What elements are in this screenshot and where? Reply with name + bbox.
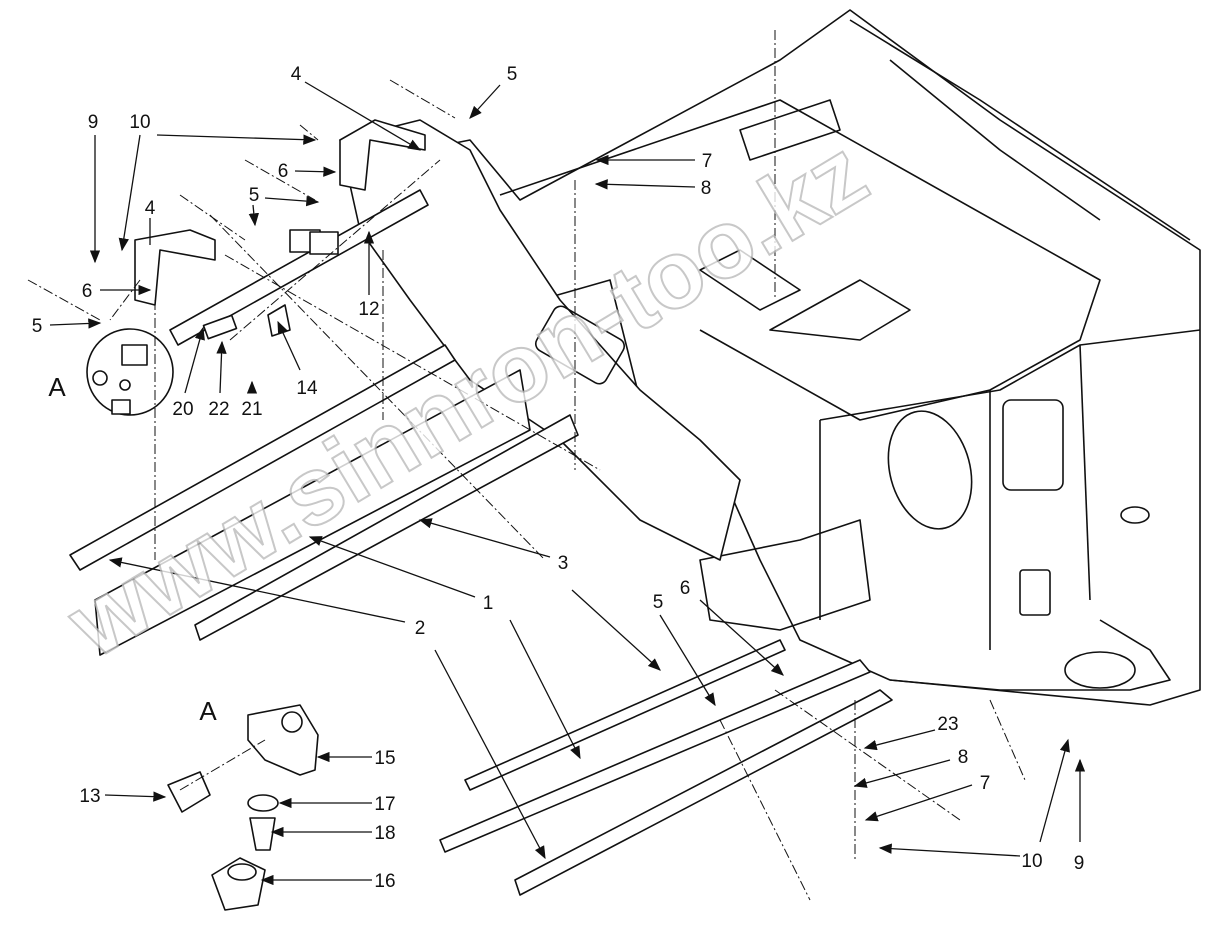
callout-2: 2 — [415, 618, 426, 639]
callout-7: 7 — [702, 151, 713, 172]
callout-1: 1 — [483, 593, 494, 614]
callout-10: 10 — [129, 112, 150, 133]
callout-14: 14 — [296, 378, 318, 399]
assembly-lines — [27, 30, 1026, 901]
callout-20: 20 — [172, 399, 193, 420]
callout-13: 13 — [79, 786, 100, 807]
callout-22: 22 — [208, 399, 229, 420]
detail-circle-a — [86, 328, 174, 416]
callout-23: 23 — [937, 714, 958, 735]
callout-7: 7 — [980, 773, 991, 794]
callout-4: 4 — [145, 198, 156, 219]
callout-10: 10 — [1021, 851, 1042, 872]
detail-label-a: A — [48, 372, 66, 402]
callout-9: 9 — [88, 112, 99, 133]
callout-21: 21 — [241, 399, 262, 420]
callout-9: 9 — [1074, 853, 1085, 874]
side-plate — [339, 119, 741, 561]
callout-6: 6 — [680, 578, 691, 599]
detail-a-parts — [167, 704, 319, 911]
leader-lines — [49, 81, 1086, 886]
callout-8: 8 — [958, 747, 969, 768]
callout-5: 5 — [32, 316, 43, 337]
callout-16: 16 — [374, 871, 395, 892]
callout-8: 8 — [701, 178, 712, 199]
callout-5: 5 — [249, 185, 260, 206]
strip-bars-upper — [69, 344, 579, 656]
strip-bars-lower — [439, 639, 893, 896]
callout-5: 5 — [507, 64, 518, 85]
callout-18: 18 — [374, 823, 395, 844]
callout-labels: 9 10 4 5 6 5 6 4 5 12 7 8 14 20 22 21 3 … — [32, 64, 1085, 892]
callout-6: 6 — [278, 161, 289, 182]
callout-5: 5 — [653, 592, 664, 613]
callout-6: 6 — [82, 281, 93, 302]
callout-17: 17 — [374, 794, 395, 815]
detail-view-label-a: A — [199, 696, 217, 726]
callout-4: 4 — [291, 64, 302, 85]
callout-15: 15 — [374, 748, 395, 769]
callout-12: 12 — [358, 299, 379, 320]
callout-3: 3 — [558, 553, 569, 574]
